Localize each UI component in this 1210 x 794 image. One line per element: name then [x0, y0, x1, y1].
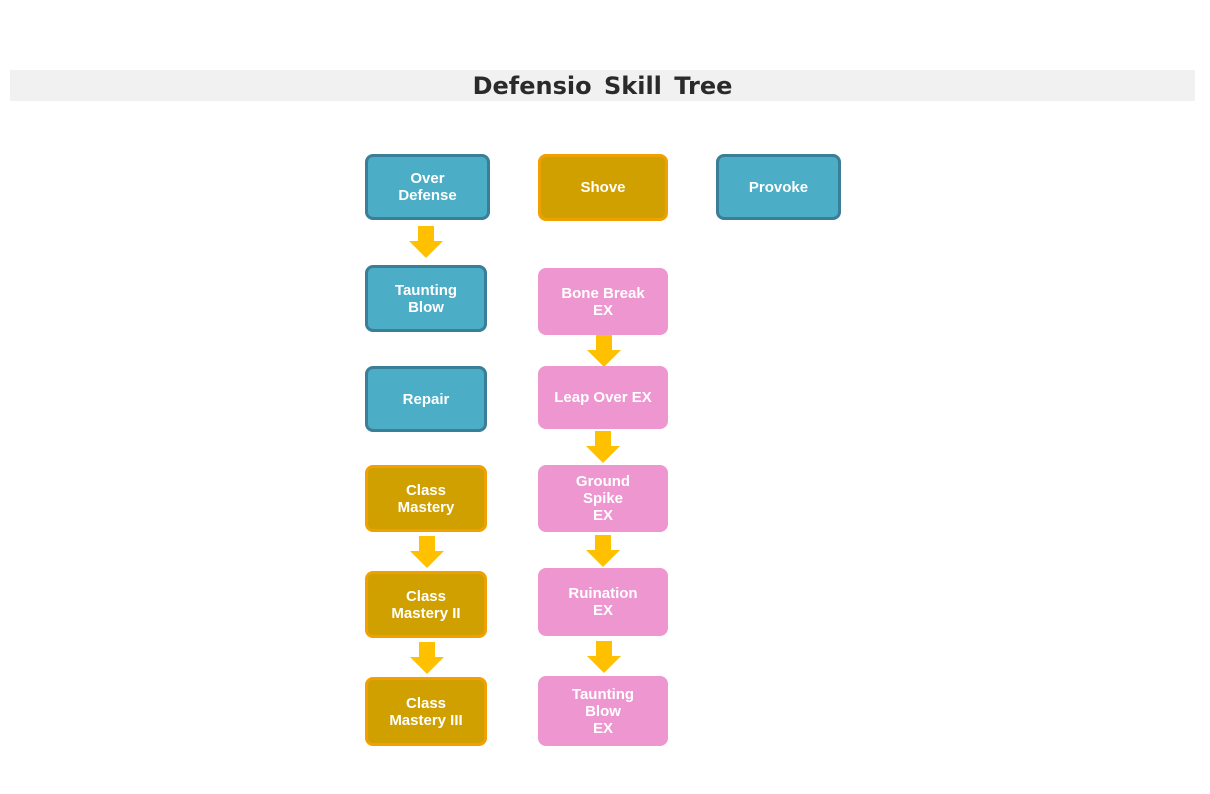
arrow-ground-spike-to-ruination — [586, 535, 620, 567]
node-class-mastery-3[interactable]: Class Mastery III — [365, 677, 487, 746]
node-repair[interactable]: Repair — [365, 366, 487, 432]
arrow-over-defense-to-taunting-blow — [409, 226, 443, 258]
arrow-bone-break-to-leap-over — [587, 335, 621, 367]
arrow-leap-over-to-ground-spike — [586, 431, 620, 463]
node-leap-over-ex[interactable]: Leap Over EX — [538, 366, 668, 429]
node-ruination-ex[interactable]: Ruination EX — [538, 568, 668, 636]
node-bone-break-ex[interactable]: Bone Break EX — [538, 268, 668, 335]
node-class-mastery-2[interactable]: Class Mastery II — [365, 571, 487, 638]
diagram-title: Defensio Skill Tree — [472, 71, 733, 100]
node-shove[interactable]: Shove — [538, 154, 668, 221]
node-class-mastery[interactable]: Class Mastery — [365, 465, 487, 532]
node-over-defense[interactable]: Over Defense — [365, 154, 490, 220]
node-taunting-blow[interactable]: Taunting Blow — [365, 265, 487, 332]
node-provoke[interactable]: Provoke — [716, 154, 841, 220]
node-taunting-blow-ex[interactable]: Taunting Blow EX — [538, 676, 668, 746]
arrow-class-mastery-2-to-class-mastery-3 — [410, 642, 444, 674]
arrow-ruination-to-taunting-blow-ex — [587, 641, 621, 673]
arrow-class-mastery-to-class-mastery-2 — [410, 536, 444, 568]
node-ground-spike-ex[interactable]: Ground Spike EX — [538, 465, 668, 532]
title-bar: Defensio Skill Tree — [10, 70, 1195, 101]
